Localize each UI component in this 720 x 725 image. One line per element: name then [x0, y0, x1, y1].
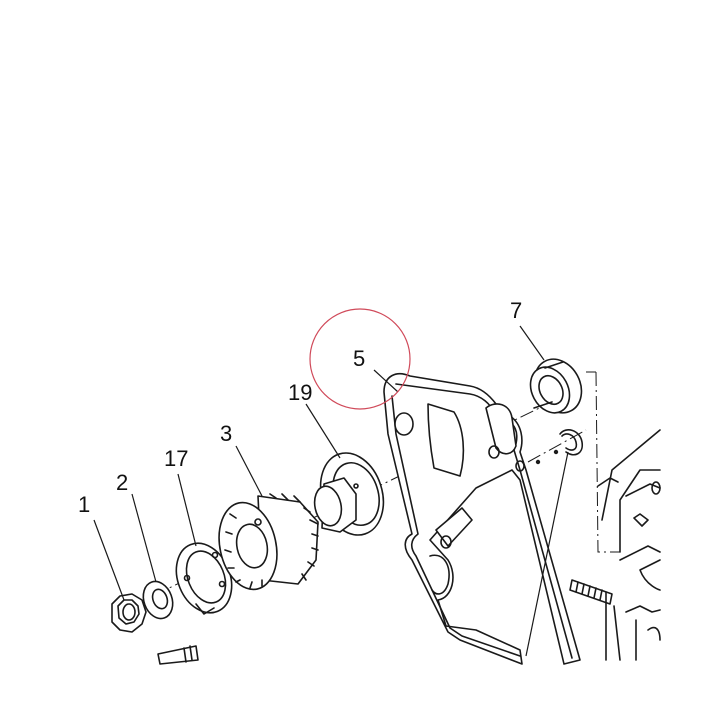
engine-housing — [597, 429, 661, 661]
part-19-hub — [313, 452, 385, 536]
callout-3: 3 — [220, 421, 232, 446]
snap-ring — [535, 429, 584, 465]
stud-bolt — [569, 579, 613, 605]
callout-2: 2 — [116, 470, 128, 495]
part-5-cover-plate — [383, 372, 581, 665]
bottom-bolt — [157, 645, 199, 665]
callout-7: 7 — [510, 298, 522, 323]
part-2-washer — [142, 580, 174, 620]
callout-5: 5 — [353, 346, 365, 371]
part-3-pulley — [218, 493, 319, 591]
part-7-seal — [529, 358, 583, 414]
part-1-nut — [111, 593, 147, 633]
callout-1: 1 — [78, 492, 90, 517]
highlight-circle — [309, 308, 411, 410]
stud-axis — [527, 429, 587, 463]
leader-lines — [93, 325, 569, 657]
callout-17: 17 — [164, 446, 188, 471]
callout-19: 19 — [288, 380, 312, 405]
housing-outline-dashed — [586, 371, 620, 553]
part-17-disc — [175, 542, 233, 615]
